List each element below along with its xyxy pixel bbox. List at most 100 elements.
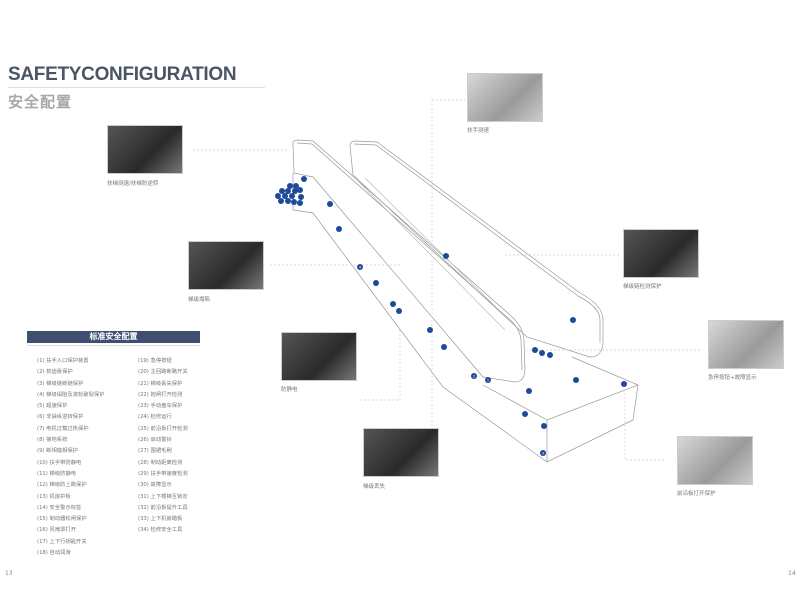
config-item: (21) 梯级丢失保护: [138, 380, 183, 387]
right-balustrade: [349, 140, 604, 358]
callout-marker: [441, 344, 447, 350]
callout-marker: [357, 264, 363, 270]
caption-front-plate: 前沿板打开保护: [677, 491, 716, 497]
photo-step-chain: [623, 229, 699, 278]
callout-number: 4: [359, 265, 362, 269]
title-divider: [8, 87, 265, 88]
config-item: (9) 断相错相保护: [37, 448, 78, 455]
config-item: (4) 梯级塌陷及滚轮破裂保护: [37, 391, 105, 398]
config-item: (29) 扶手带速度检测: [138, 470, 188, 477]
config-item: (7) 电机过载过热保护: [37, 425, 89, 432]
callout-marker: [285, 198, 291, 204]
photo-emergency-stop: [708, 320, 784, 369]
config-item: (10) 扶手带防静电: [37, 459, 82, 466]
caption-speed-reversal: 扶梯测速/扶梯防逆转: [107, 181, 159, 187]
config-item: (23) 手动盘车保护: [138, 403, 183, 410]
config-list-right: (19) 急停按钮 (20) 主回路断路开关 (21) 梯级丢失保护 (22) 抱闸打…: [138, 356, 188, 537]
callout-number: 2: [473, 374, 475, 378]
callout-marker: [541, 423, 547, 429]
callout-marker: [287, 183, 293, 189]
callout-marker: [540, 450, 546, 456]
config-item: (27) 围裙毛刷: [138, 448, 172, 455]
page-number-right: 14: [788, 570, 796, 577]
config-item: (13) 机房护板: [37, 493, 71, 500]
config-item: (17) 上下行钥匙开关: [37, 538, 87, 545]
page-subtitle: 安全配置: [8, 93, 73, 111]
standard-config-header: 标准安全配置: [27, 331, 200, 343]
config-item: (12) 梯级防上跳保护: [37, 482, 87, 489]
callout-marker: [373, 280, 379, 286]
callout-marker: [293, 183, 299, 189]
callout-marker: [297, 187, 303, 193]
callout-marker: [275, 193, 281, 199]
callout-marker: [285, 188, 291, 194]
caption-step-missing: 梯级丢失: [363, 484, 386, 490]
callout-marker: [327, 201, 333, 207]
config-item: (26) 启动警铃: [138, 437, 172, 444]
callout-marker: [573, 377, 579, 383]
config-item: (6) 非操纵逆转保护: [37, 414, 84, 421]
config-item: (11) 梯级防静电: [37, 470, 77, 477]
config-item: (24) 检修运行: [138, 414, 172, 421]
callout-marker: [396, 308, 402, 314]
photo-front-plate: [677, 436, 753, 485]
callout-marker: [443, 253, 449, 259]
config-item: (19) 急停按钮: [138, 358, 172, 364]
config-item: (34) 检修安全工具: [138, 527, 183, 534]
photo-speed-reversal: [107, 125, 183, 174]
config-item: (25) 前沿板打开检测: [138, 425, 188, 432]
config-item: (2) 梳齿板保护: [37, 369, 73, 376]
callout-marker: [301, 176, 307, 182]
callout-marker: [570, 317, 576, 323]
config-item: (30) 故障显示: [138, 482, 172, 489]
callout-marker: [291, 199, 297, 205]
config-item: (33) 上下机房踏板: [138, 516, 183, 523]
callout-marker: [539, 350, 545, 356]
photo-step-missing: [363, 428, 439, 477]
config-item: (1) 扶手入口保护装置: [37, 358, 89, 364]
config-item: (20) 主回路断路开关: [138, 369, 188, 376]
callout-marker: [485, 377, 491, 383]
config-item: (3) 梯级链断链保护: [37, 380, 84, 387]
callout-marker: [289, 193, 295, 199]
photo-step-collapse: [188, 241, 264, 290]
config-item: (14) 安全警示标签: [37, 504, 82, 511]
config-item: (22) 抱闸打开检测: [138, 391, 183, 398]
config-item: (32) 前沿板提升工具: [138, 504, 188, 511]
config-item: (28) 制动距离检测: [138, 459, 183, 466]
callout-marker: [336, 226, 342, 232]
callout-number: 3: [542, 451, 544, 455]
callout-marker: [621, 381, 627, 387]
callout-marker: [526, 388, 532, 394]
page-title: SAFETYCONFIGURATION: [8, 64, 237, 85]
config-list-left: (1) 扶手入口保护装置 (2) 梳齿板保护 (3) 梯级链断链保护 (4) 梯级塌陷…: [37, 356, 104, 559]
callout-marker: [278, 198, 284, 204]
caption-anti-static: 防静电: [281, 387, 298, 393]
config-item: (31) 上下楼梯互锁定: [138, 493, 188, 500]
config-item: (15) 制动器松闸保护: [37, 516, 87, 523]
photo-handrail-speed: [467, 73, 543, 122]
config-item: (16) 风扇罩打开: [37, 527, 77, 534]
callout-marker: [390, 301, 396, 307]
photo-anti-static: [281, 332, 357, 381]
steps: [354, 177, 516, 331]
caption-step-collapse: 梯级塌陷: [188, 297, 211, 303]
truss: [292, 173, 639, 463]
callout-marker: [279, 188, 285, 194]
caption-emergency-stop: 急停按钮+故障显示: [708, 375, 757, 381]
callout-marker: [532, 347, 538, 353]
caption-step-chain: 梯级链检测保护: [623, 284, 662, 290]
config-item: (18) 自动润滑: [37, 550, 71, 557]
callout-marker: [282, 193, 288, 199]
left-balustrade: [292, 139, 526, 383]
callout-marker: [471, 373, 477, 379]
caption-handrail-speed: 扶手测速: [467, 128, 490, 134]
config-item: (5) 超速保护: [37, 403, 68, 410]
callout-marker: [292, 188, 298, 194]
callout-marker: [298, 194, 304, 200]
header-divider: [27, 345, 200, 346]
callout-marker: [427, 327, 433, 333]
callout-marker: [297, 200, 303, 206]
callout-marker: [547, 352, 553, 358]
